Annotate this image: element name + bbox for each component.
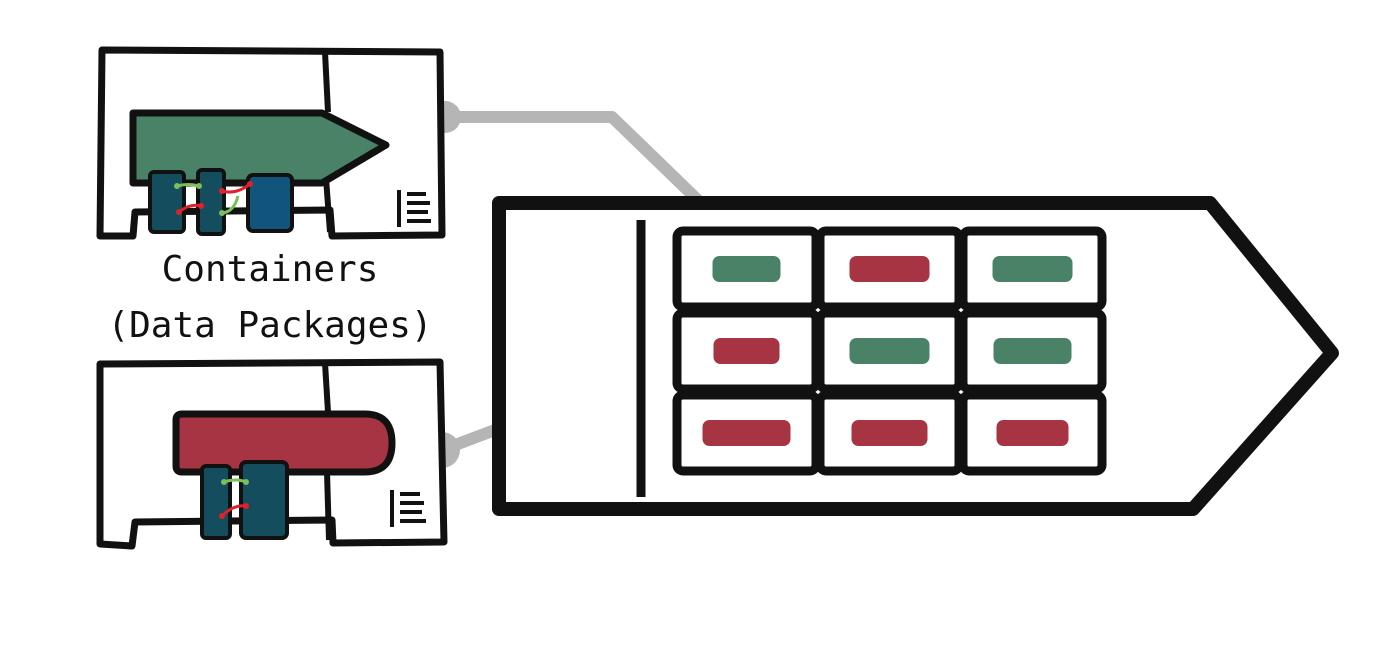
cargo-container-red bbox=[702, 420, 791, 446]
ship-cargo-grid bbox=[672, 226, 1107, 476]
cargo-container-green bbox=[849, 338, 930, 364]
document-lines-icon bbox=[397, 190, 431, 227]
green-arrow-shape bbox=[129, 109, 390, 187]
red-container-blocks bbox=[200, 460, 289, 540]
cargo-container-green bbox=[712, 256, 781, 282]
container-card-red bbox=[96, 358, 448, 550]
cargo-container-red bbox=[851, 420, 928, 446]
cargo-container-red bbox=[996, 420, 1069, 446]
cargo-container-green bbox=[992, 256, 1073, 282]
cargo-container-red bbox=[713, 338, 780, 364]
cargo-container-green bbox=[993, 338, 1072, 364]
document-lines-icon bbox=[390, 490, 426, 527]
green-container-blocks bbox=[148, 168, 294, 236]
container-card-green bbox=[96, 46, 446, 240]
caption-line-2: (Data Packages) bbox=[107, 305, 433, 346]
caption-line-1: Containers bbox=[161, 249, 379, 290]
cargo-container-red bbox=[849, 256, 930, 282]
ship bbox=[492, 196, 1339, 516]
